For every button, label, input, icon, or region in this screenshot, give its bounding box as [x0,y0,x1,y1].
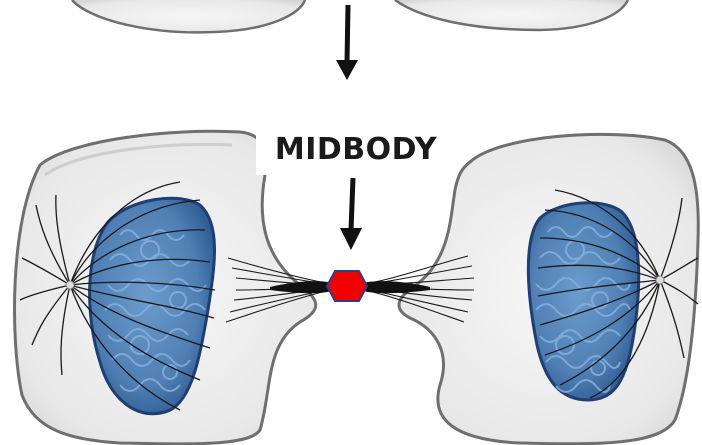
midbody-hexagon-icon [327,271,367,301]
midbody-label-box: MIDBODY [256,123,456,175]
down-arrow-icon [336,5,358,80]
left-centrosome [66,281,74,289]
label-down-arrow-icon [340,178,362,250]
right-centrosome [656,276,664,284]
right-nucleus [528,203,638,400]
prev-right-cell [395,0,628,30]
prev-left-cell [72,0,305,32]
midbody-label: MIDBODY [275,132,437,167]
